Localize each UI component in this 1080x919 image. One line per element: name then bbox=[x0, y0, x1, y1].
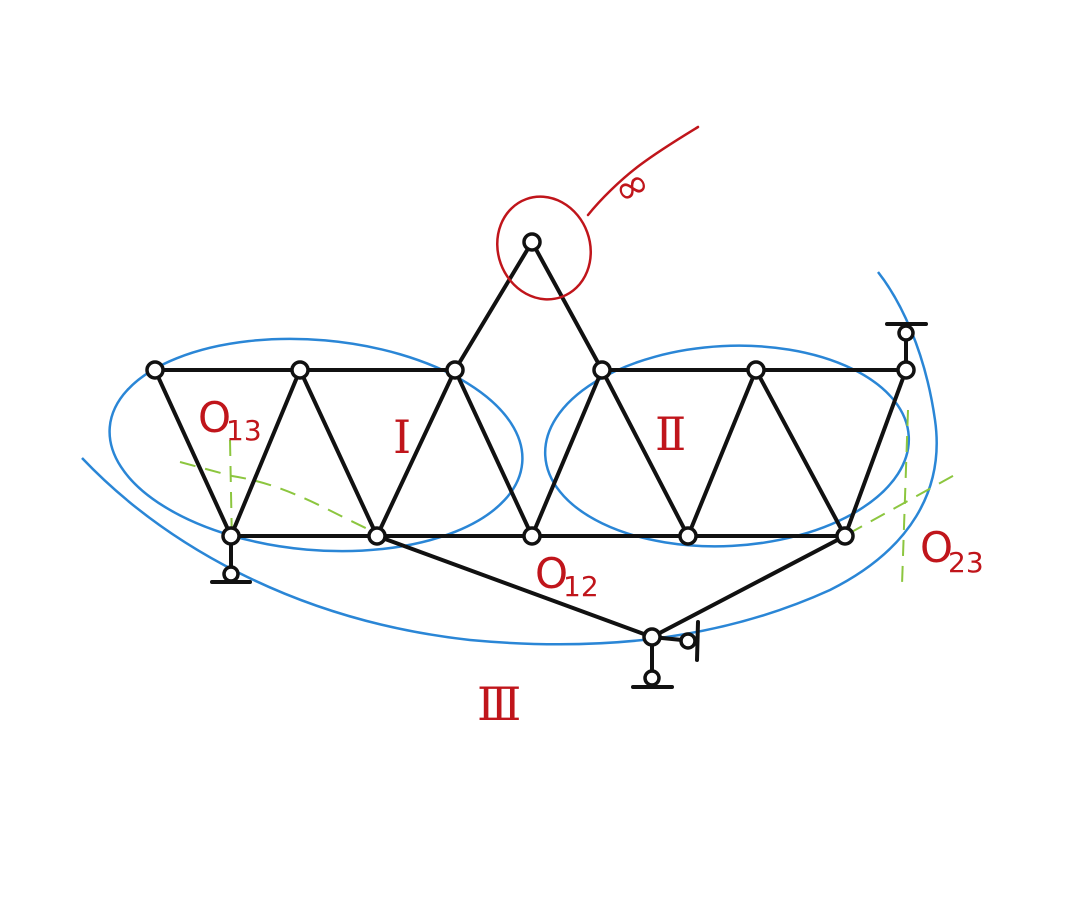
joint bbox=[367, 526, 387, 546]
joint bbox=[522, 526, 542, 546]
web-member bbox=[298, 368, 379, 538]
web-member bbox=[754, 368, 847, 538]
web-member bbox=[843, 368, 908, 538]
region-1-outline bbox=[108, 337, 524, 553]
web-member bbox=[229, 368, 302, 538]
construction-line-o23-diagonal bbox=[847, 471, 961, 535]
label-o23-subscript: 23 bbox=[948, 546, 984, 579]
joint bbox=[522, 232, 542, 252]
apex-left-member bbox=[453, 240, 534, 372]
joint bbox=[642, 627, 662, 647]
construction-lines bbox=[179, 409, 961, 586]
web-member bbox=[153, 368, 233, 538]
supports bbox=[210, 322, 928, 689]
web-member bbox=[375, 368, 457, 538]
annotations: ∞ O 13 O 12 O 23 Ⅰ Ⅱ Ⅲ bbox=[198, 125, 984, 731]
apex-right-member bbox=[530, 240, 604, 372]
bottom-pin-support bbox=[631, 620, 700, 689]
joint bbox=[678, 526, 698, 546]
joint bbox=[221, 526, 241, 546]
apex-annotation-circle bbox=[496, 195, 592, 301]
truss-members bbox=[153, 240, 908, 639]
label-o12: O bbox=[535, 549, 568, 598]
truss-joints bbox=[145, 232, 916, 647]
joint bbox=[896, 360, 916, 380]
lower-strut-left bbox=[375, 534, 654, 639]
infinity-leader bbox=[586, 125, 700, 217]
web-member bbox=[600, 368, 690, 538]
web-member bbox=[686, 368, 758, 538]
joint bbox=[592, 360, 612, 380]
label-o23: O bbox=[920, 523, 953, 572]
construction-line-o23-vertical bbox=[901, 409, 909, 586]
region-2-label: Ⅱ bbox=[655, 407, 686, 461]
infinity-mark: ∞ bbox=[604, 156, 658, 216]
region-1-label: Ⅰ bbox=[393, 410, 411, 464]
web-member bbox=[530, 368, 604, 538]
joint bbox=[145, 360, 165, 380]
lower-strut-right bbox=[650, 534, 847, 639]
construction-line-o13-arc bbox=[179, 461, 381, 536]
web-member bbox=[453, 368, 534, 538]
region-3-label: Ⅲ bbox=[477, 677, 521, 731]
joint bbox=[746, 360, 766, 380]
region-outlines bbox=[81, 271, 938, 646]
label-o13-subscript: 13 bbox=[226, 414, 262, 447]
region-3-outline bbox=[81, 271, 938, 646]
label-o12-subscript: 12 bbox=[563, 570, 599, 603]
joint bbox=[835, 526, 855, 546]
joint bbox=[290, 360, 310, 380]
region-2-outline bbox=[543, 344, 911, 548]
joint bbox=[445, 360, 465, 380]
label-o13: O bbox=[198, 393, 231, 442]
